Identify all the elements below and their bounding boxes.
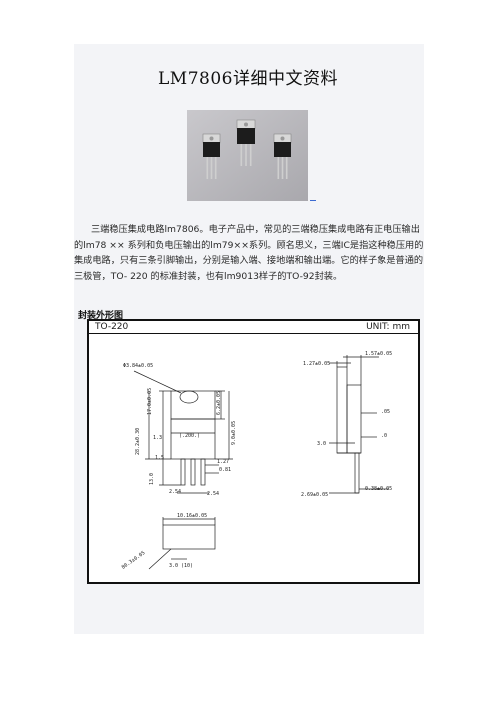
drawing-header: TO-220 UNIT: mm [89,321,418,334]
package-name: TO-220 [95,322,129,332]
dim-b4: (10) [181,563,193,569]
dim-s6: 2.69±0.05 [301,492,328,498]
dim-d8: 1.27 [217,459,229,465]
dim-d6: 1.5 [155,455,164,461]
product-photo [187,110,308,201]
regulator-left [202,133,221,179]
dim-b3: 3.0 [169,563,178,569]
dim-d10: 2.54 [169,489,181,495]
drawing-svg: Φ3.84±0.05 17.0±0.05 28.2±0.30 6.2±0.05 … [121,351,392,571]
dim-s2: 1.57±0.05 [365,351,392,357]
front-tab [170,390,216,420]
mounting-hole [179,390,199,404]
dim-d2: 28.2±0.30 [135,428,141,455]
document-title: LM7806详细中文资料 [158,69,338,89]
photo-link-underline[interactable] [310,192,316,201]
regulator-middle [236,119,256,166]
regulator-photo-image [187,110,308,201]
side-tab [336,366,348,454]
dim-d3: 6.2±0.05 [216,391,222,415]
unit-label: UNIT: mm [366,322,410,332]
section-label: 封装外形图 [78,311,124,321]
dim-d5: 1.3 [153,435,162,441]
dim-d12: 13.0 [149,473,155,485]
dim-s7: 0.38±0.05 [365,486,392,492]
dim-s4: 3.0 [317,441,326,447]
body-paragraph: 三端稳压集成电路lm7806。电子产品中，常见的三端稳压集成电路有正电压输出的l… [74,224,424,282]
front-pin-2 [190,458,196,486]
dim-s5: .0 [381,433,387,439]
dim-hole: Φ3.84±0.05 [123,363,153,369]
front-pin-3 [200,458,206,486]
package-drawing: TO-220 UNIT: mm [87,319,420,584]
dim-d1: 17.0±0.05 [147,388,153,415]
dim-b1: 10.16±0.05 [177,513,207,519]
bottom-outline [162,524,216,550]
dim-d11: 2.54 [207,491,219,497]
dim-d7: (.200.) [179,433,200,439]
dim-b2: 80.3±0.05 [121,550,147,570]
dim-s3: .05 [381,409,390,415]
side-pin [354,452,360,494]
dim-s1: 1.27±0.05 [303,361,330,367]
front-pin-1 [180,458,186,486]
front-body [170,418,216,460]
dim-d9: 0.81 [219,467,231,473]
regulator-right [273,133,292,179]
dim-d4: 9.0±0.05 [231,421,237,445]
